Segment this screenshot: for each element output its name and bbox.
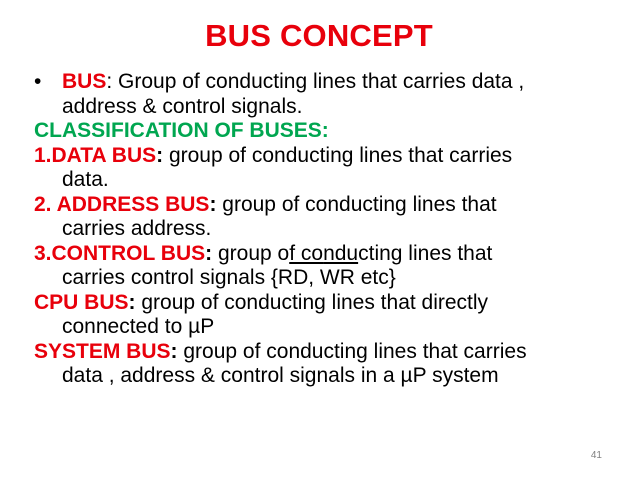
classification-heading: CLASSIFICATION OF BUSES: — [34, 119, 329, 142]
cpu-bus-colon: : — [128, 290, 136, 314]
system-bus-colon: : — [170, 339, 178, 363]
control-bus-definition-continued: carries control signals {RD, WR etc} — [62, 266, 396, 289]
cpu-bus-text: group of conducting lines that directly — [135, 290, 489, 314]
slide-content: • BUS: Group of conducting lines that ca… — [34, 70, 614, 389]
bus-definition: • BUS: Group of conducting lines that ca… — [34, 70, 614, 95]
control-bus-definition: 3.CONTROL BUS: group of conducting lines… — [34, 242, 614, 267]
control-bus-colon: : — [205, 241, 213, 265]
address-bus-definition-continued: carries address. — [62, 217, 212, 240]
slide-title: BUS CONCEPT — [205, 18, 433, 53]
data-bus-definition-continued: data. — [62, 168, 109, 191]
system-bus-definition-continued: data , address & control signals in a µP… — [62, 364, 499, 387]
control-bus-term: 3.CONTROL BUS — [34, 241, 206, 265]
control-bus-text-d: cting lines that — [358, 241, 493, 265]
control-bus-text-a: group o — [212, 241, 290, 265]
address-bus-colon: : — [209, 192, 217, 216]
control-bus-text-c: ndu — [323, 241, 359, 265]
system-bus-text: group of conducting lines that carries — [177, 339, 527, 363]
bus-definition-text: : Group of conducting lines that carries… — [106, 70, 525, 93]
address-bus-term: 2. ADDRESS BUS — [34, 192, 210, 216]
data-bus-term: 1.DATA BUS — [34, 143, 157, 167]
bus-definition-continued: address & control signals. — [62, 94, 303, 118]
data-bus-colon: : — [156, 143, 164, 167]
bus-term: BUS — [62, 70, 107, 93]
address-bus-text: group of conducting lines that — [216, 192, 497, 216]
data-bus-definition: 1.DATA BUS: group of conducting lines th… — [34, 144, 614, 169]
cpu-bus-term: CPU BUS — [34, 290, 129, 314]
control-bus-text-c-wrap: ndu — [323, 242, 358, 265]
address-bus-definition: 2. ADDRESS BUS: group of conducting line… — [34, 193, 614, 218]
cpu-bus-definition-continued: connected to µP — [62, 315, 215, 338]
data-bus-text: group of conducting lines that carries — [163, 143, 513, 167]
cpu-bus-definition: CPU BUS: group of conducting lines that … — [34, 291, 614, 316]
system-bus-definition: SYSTEM BUS: group of conducting lines th… — [34, 340, 614, 365]
system-bus-term: SYSTEM BUS — [34, 339, 171, 363]
control-bus-text-b: f co — [289, 241, 324, 265]
bullet-icon: • — [34, 70, 42, 93]
page-number: 41 — [590, 450, 602, 461]
